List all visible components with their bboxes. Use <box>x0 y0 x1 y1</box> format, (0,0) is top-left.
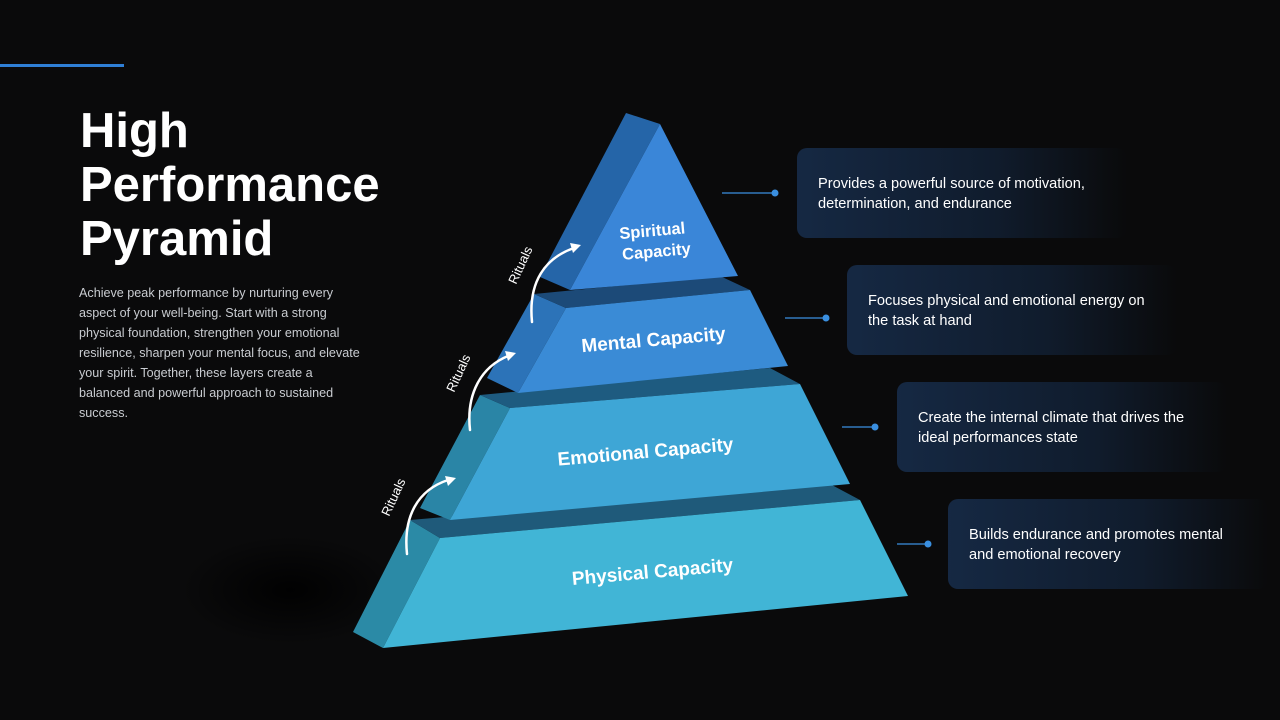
ritual-arrow-1 <box>530 243 581 324</box>
layer-emotional <box>420 368 850 520</box>
layer-physical-top <box>410 484 860 538</box>
ritual-arrow-3 <box>405 476 456 556</box>
layer-label-spiritual-line-1: Spiritual <box>619 219 686 243</box>
connector-physical <box>897 540 932 548</box>
intro-paragraph: Achieve peak performance by nurturing ev… <box>79 286 360 420</box>
arrowhead-icon <box>445 476 456 486</box>
layer-physical-side <box>353 520 440 648</box>
layer-emotional-front <box>450 384 850 520</box>
callout-emotional: Create the internal climate that drives … <box>897 382 1227 472</box>
layer-spiritual-side <box>540 113 660 290</box>
connector-mental <box>785 314 830 322</box>
title-line-1: High <box>80 104 189 158</box>
title-line-3: Pyramid <box>80 212 274 266</box>
layer-emotional-side <box>420 395 510 520</box>
callout-physical-text: Builds endurance and promotes mental and… <box>969 527 1223 563</box>
arrowhead-icon <box>570 243 581 253</box>
layer-physical-front <box>383 500 908 648</box>
layer-spiritual <box>540 113 738 290</box>
layer-spiritual-front <box>570 124 738 290</box>
layer-mental-side <box>487 294 566 393</box>
callout-mental-text: Focuses physical and emotional energy on… <box>868 293 1145 329</box>
pyramid-shadow <box>180 535 400 645</box>
ritual-label-1: Rituals <box>505 243 536 286</box>
callout-mental: Focuses physical and emotional energy on… <box>847 265 1177 355</box>
title-line-2: Performance <box>80 158 380 212</box>
ritual-label-2: Rituals <box>443 351 474 394</box>
accent-line <box>0 64 124 67</box>
layer-label-spiritual-line-2: Capacity <box>621 240 692 264</box>
layer-physical <box>353 484 908 648</box>
arrowhead-icon <box>505 351 516 361</box>
callout-emotional-text: Create the internal climate that drives … <box>918 410 1185 446</box>
layer-emotional-top <box>480 368 800 408</box>
callout-physical: Builds endurance and promotes mental and… <box>948 499 1268 589</box>
callout-spiritual-text: Provides a powerful source of motivation… <box>818 176 1085 212</box>
layer-mental <box>487 276 788 393</box>
connector-emotional <box>842 423 879 431</box>
layer-mental-front <box>518 290 788 393</box>
layer-mental-top <box>534 276 750 308</box>
page-title: High Performance Pyramid <box>80 104 440 266</box>
ritual-label-3: Rituals <box>378 475 409 518</box>
callout-spiritual: Provides a powerful source of motivation… <box>797 148 1127 238</box>
ritual-arrow-2 <box>468 351 516 432</box>
layer-label-spiritual: Spiritual Capacity <box>619 219 693 264</box>
connector-spiritual <box>722 189 779 197</box>
